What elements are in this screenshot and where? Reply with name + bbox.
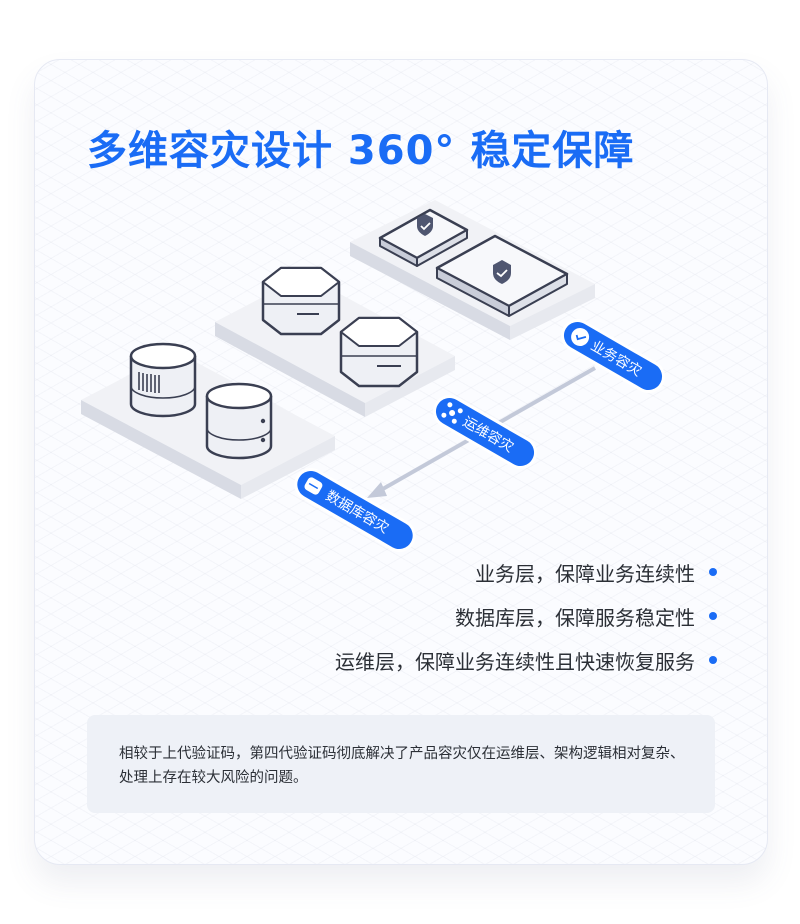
- database-recovery-chip: 数据库容灾: [294, 468, 416, 552]
- database-icon: [129, 342, 197, 418]
- server-platform: [215, 266, 455, 417]
- phone-device: [378, 208, 469, 267]
- feature-item: 数据库层，保障服务稳定性: [335, 594, 717, 638]
- note-box: 相较于上代验证码，第四代验证码彻底解决了产品容灾仅在运维层、架构逻辑相对复杂、处…: [87, 715, 715, 813]
- bullet-dot: [709, 568, 717, 576]
- shield-check-icon: [417, 214, 433, 236]
- feature-text: 业务层，保障业务连续性: [475, 561, 695, 586]
- server-hex-icon: [261, 266, 341, 336]
- tablet-device: [435, 234, 569, 317]
- business-platform: [350, 200, 595, 340]
- database-chip-icon: [304, 477, 323, 495]
- shield-check-icon: [571, 328, 590, 346]
- bullet-dot: [709, 612, 717, 620]
- feature-card: 多维容灾设计 360° 稳定保障: [34, 59, 768, 865]
- business-recovery-chip: 业务容灾: [560, 319, 666, 393]
- cluster-icon: [441, 402, 463, 424]
- page-title: 多维容灾设计 360° 稳定保障: [87, 128, 635, 174]
- note-text: 相较于上代验证码，第四代验证码彻底解决了产品容灾仅在运维层、架构逻辑相对复杂、处…: [119, 746, 685, 786]
- shield-check-icon: [493, 260, 511, 284]
- ops-recovery-chip: 运维容灾: [432, 395, 538, 469]
- bullet-dot: [709, 656, 717, 664]
- feature-item: 业务层，保障业务连续性: [335, 550, 717, 594]
- disaster-recovery-illustration: 业务容灾 运维容灾 数据库容灾: [81, 200, 666, 552]
- database-platform: [81, 342, 335, 499]
- feature-text: 数据库层，保障服务稳定性: [455, 605, 695, 630]
- database-icon: [205, 382, 273, 460]
- server-hex-icon: [339, 316, 419, 388]
- feature-item: 运维层，保障业务连续性且快速恢复服务: [335, 638, 717, 682]
- feature-list: 业务层，保障业务连续性 数据库层，保障服务稳定性 运维层，保障业务连续性且快速恢…: [335, 550, 717, 682]
- feature-text: 运维层，保障业务连续性且快速恢复服务: [335, 649, 695, 674]
